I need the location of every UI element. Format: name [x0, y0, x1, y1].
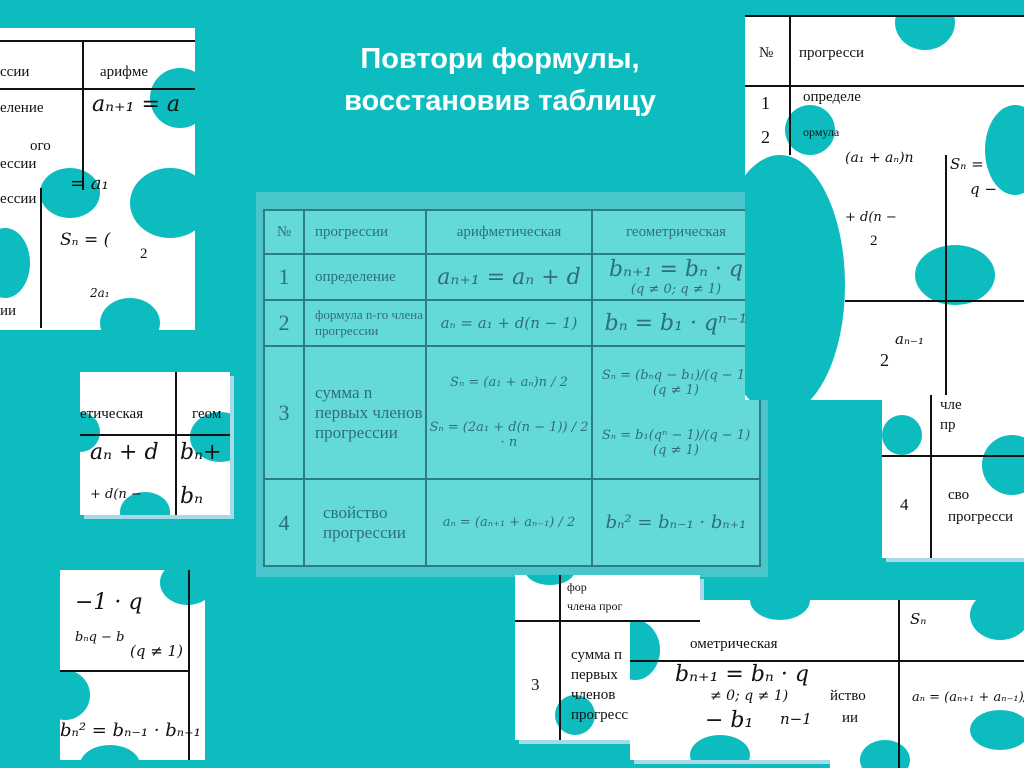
piece-text: сво: [948, 487, 970, 503]
geom-formula: bₙ = b₁ · qⁿ⁻¹: [591, 299, 761, 347]
piece-text: − b₁: [705, 708, 754, 733]
formula-table: № прогрессии арифметическая геометрическ…: [263, 209, 761, 567]
geom-cell: bₙ₊₁ = bₙ · q(q ≠ 0; q ≠ 1): [591, 253, 761, 301]
piece-text: 3: [531, 675, 540, 694]
table-row: 2 формула n-го члена прогрессии aₙ = a₁ …: [263, 299, 761, 347]
piece-text: + d(n −: [90, 487, 142, 502]
formula-table-board: № прогрессии арифметическая геометрическ…: [256, 192, 768, 577]
table-header-row: № прогрессии арифметическая геометрическ…: [263, 209, 761, 255]
piece-text: bₙq − b: [75, 630, 125, 645]
piece-text: прогресси: [948, 509, 1014, 525]
row-name: определение: [303, 253, 427, 301]
header-arithmetic: арифметическая: [425, 209, 593, 255]
title-line-1: Повтори формулы,: [360, 43, 640, 75]
piece-text: членов: [571, 687, 616, 703]
piece-text: ессии: [0, 191, 37, 207]
table-row: 4 свойство прогрессии aₙ = (aₙ₊₁ + aₙ₋₁)…: [263, 478, 761, 567]
piece-text: пр: [940, 417, 956, 433]
geom-note: (q ≠ 0; q ≠ 1): [630, 282, 722, 297]
puzzle-piece[interactable]: № прогресси 1 определе 2 ормула (a₁ + aₙ…: [745, 15, 1024, 400]
piece-text: aₙ₋₁: [895, 330, 924, 348]
piece-text: йство: [830, 688, 866, 704]
piece-text: aₙ + d: [90, 440, 159, 465]
table-row: 3 сумма n первых членов прогрессии Sₙ = …: [263, 345, 761, 480]
piece-text: 1: [761, 93, 770, 113]
piece-text: ессии: [0, 156, 37, 172]
geom-formula: bₙ₊₁ = bₙ · q: [609, 257, 743, 282]
geom-cell: Sₙ = (bₙq − b₁)/(q − 1) (q ≠ 1) Sₙ = b₁(q…: [591, 345, 761, 480]
piece-text: aₙ = (aₙ₊₁ + aₙ₋₁)/2: [912, 690, 1024, 705]
piece-text: арифме: [100, 64, 149, 80]
piece-text: фор: [567, 580, 587, 594]
piece-text: определе: [803, 89, 861, 105]
row-name: сумма n первых членов прогрессии: [303, 345, 427, 480]
piece-text: Sₙ = (: [60, 230, 111, 250]
piece-text: ии: [842, 710, 859, 726]
piece-text: етическая: [80, 406, 144, 422]
piece-text: первых: [571, 667, 618, 683]
piece-text: ого: [30, 138, 51, 154]
piece-text: ии: [0, 303, 17, 319]
puzzle-piece[interactable]: ссии арифме еление aₙ₊₁ = a ого ессии = …: [0, 28, 195, 330]
piece-text: 2a₁: [90, 286, 110, 300]
piece-text: bₙ₊₁ = bₙ · q: [675, 662, 809, 687]
piece-text: прогресси: [799, 45, 865, 61]
piece-text: bₙ² = bₙ₋₁ · bₙ₊₁: [60, 720, 201, 741]
piece-text: (a₁ + aₙ)n: [845, 150, 914, 166]
piece-text: aₙ₊₁ = a: [92, 92, 180, 117]
piece-text: ≠ 0; q ≠ 1): [710, 688, 789, 704]
piece-text: (q ≠ 1): [130, 642, 183, 660]
piece-text: 2: [140, 246, 148, 262]
puzzle-piece[interactable]: етическая геом aₙ + d bₙ+ + d(n − bₙ: [80, 372, 230, 515]
row-number: 2: [263, 299, 305, 347]
geom-formula: bₙ² = bₙ₋₁ · bₙ₊₁: [591, 478, 761, 567]
slide-title: Повтори формулы, восстановив таблицу: [300, 38, 700, 122]
row-name: формула n-го члена прогрессии: [303, 299, 427, 347]
arith-formula: aₙ = a₁ + d(n − 1): [425, 299, 593, 347]
row-number: 1: [263, 253, 305, 301]
arith-formula: Sₙ = (a₁ + aₙ)n / 2: [450, 375, 568, 390]
arith-formula: aₙ = (aₙ₊₁ + aₙ₋₁) / 2: [425, 478, 593, 567]
piece-text: геом: [192, 406, 222, 422]
piece-text: Sₙ =: [950, 155, 984, 173]
piece-text: 2: [761, 127, 770, 147]
geom-formula-2: Sₙ = b₁(qⁿ − 1)/(q − 1) (q ≠ 1): [601, 427, 751, 458]
piece-text: еление: [0, 100, 44, 116]
piece-text: №: [759, 45, 774, 61]
piece-text: bₙ: [180, 484, 203, 509]
puzzle-piece[interactable]: Sₙ йство ии aₙ = (aₙ₊₁ + aₙ₋₁)/2: [830, 600, 1024, 768]
arith-formula-2: Sₙ = (2a₁ + d(n − 1)) / 2 · n: [429, 420, 589, 450]
arith-cell: Sₙ = (a₁ + aₙ)n / 2 Sₙ = (2a₁ + d(n − 1))…: [425, 345, 593, 480]
row-number: 3: [263, 345, 305, 480]
arith-formula: aₙ₊₁ = aₙ + d: [425, 253, 593, 301]
puzzle-piece[interactable]: ометрическая bₙ₊₁ = bₙ · q ≠ 0; q ≠ 1) −…: [630, 600, 835, 760]
geom-formula: Sₙ = (bₙq − b₁)/(q − 1) (q ≠ 1): [601, 367, 751, 398]
header-progression: прогрессии: [303, 209, 427, 255]
piece-text: ометрическая: [690, 636, 778, 652]
piece-text: bₙ+: [180, 440, 222, 465]
piece-text: 2: [870, 233, 878, 249]
piece-text: ормула: [803, 125, 840, 139]
piece-text: 4: [900, 495, 909, 514]
piece-text: n−1: [780, 710, 812, 728]
puzzle-piece[interactable]: чле пр 4 сво прогресси: [882, 395, 1024, 558]
row-name: свойство прогрессии: [303, 478, 427, 567]
piece-text: Sₙ: [910, 610, 927, 628]
header-number: №: [263, 209, 305, 255]
piece-text: ссии: [0, 64, 30, 80]
piece-text: чле: [940, 397, 962, 413]
piece-text: q −: [970, 180, 997, 198]
table-row: 1 определение aₙ₊₁ = aₙ + d bₙ₊₁ = bₙ · …: [263, 253, 761, 301]
piece-text: + d(n −: [845, 210, 897, 225]
piece-text: прогресс: [571, 707, 629, 723]
row-number: 4: [263, 478, 305, 567]
puzzle-piece[interactable]: −1 · q bₙq − b (q ≠ 1) bₙ² = bₙ₋₁ · bₙ₊₁: [60, 570, 205, 760]
piece-text: члена прог: [567, 599, 623, 613]
title-line-2: восстановив таблицу: [344, 85, 656, 117]
piece-text: −1 · q: [75, 590, 143, 615]
piece-text: = a₁: [70, 173, 109, 194]
piece-text: сумма п: [571, 647, 623, 663]
piece-text: 2: [880, 350, 889, 370]
header-geometric: геометрическая: [591, 209, 761, 255]
